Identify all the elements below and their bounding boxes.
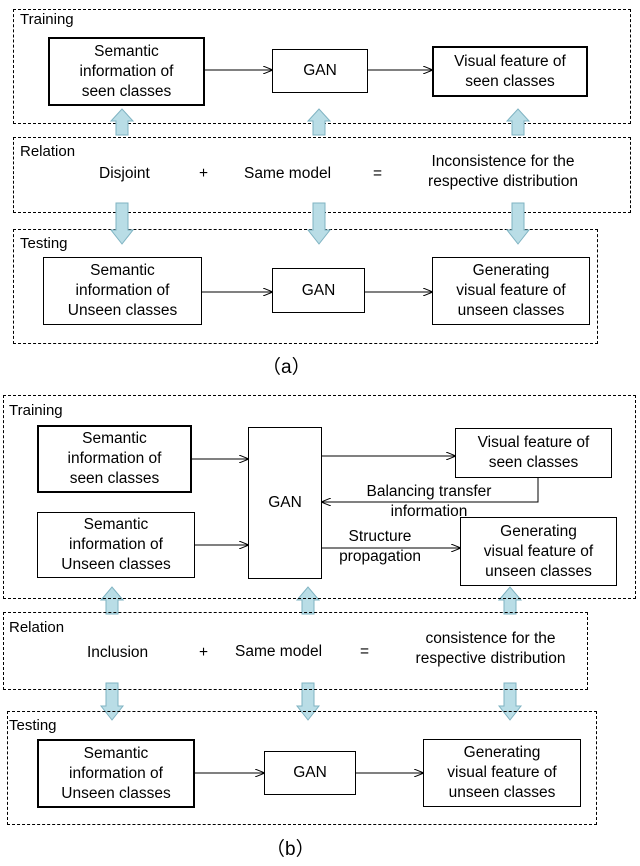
a-testing-region [13,229,598,344]
a-block-arrow-down-1 [109,202,135,245]
b-block-arrow-down-1 [99,682,125,721]
b-block-arrow-up-1 [99,586,125,615]
b-relation-plus: + [199,644,209,661]
a-training-semantic-box: Semantic information of seen classes [48,37,205,106]
a-block-arrow-down-2 [306,202,332,245]
a-testing-label: Testing [20,235,68,252]
b-relation-right: consistence for the respective distribut… [415,630,566,667]
b-block-arrow-up-3 [497,586,523,615]
b-caption: （b） [266,839,315,860]
a-relation-label: Relation [20,143,76,160]
b-block-arrow-up-2 [295,586,321,615]
b-training-semantic-unseen-box: Semantic information of Unseen classes [37,512,195,578]
a-testing-visual-box: Generating visual feature of unseen clas… [432,257,590,325]
b-relation-label: Relation [9,619,65,636]
a-training-gan-box: GAN [272,49,368,93]
b-testing-visual-box: Generating visual feature of unseen clas… [423,739,581,807]
b-training-label: Training [9,402,63,419]
a-block-arrow-up-3 [505,108,531,136]
b-testing-semantic-box: Semantic information of Unseen classes [37,739,195,808]
a-relation-plus: + [199,165,209,182]
b-arrow-balancing-feedback [322,478,539,502]
a-block-arrow-down-3 [505,202,531,245]
b-training-semantic-seen-box: Semantic information of seen classes [37,425,192,493]
a-testing-semantic-box: Semantic information of Unseen classes [43,257,202,325]
b-testing-gan-box: GAN [264,751,356,795]
a-training-visual-box: Visual feature of seen classes [432,46,588,97]
b-block-arrow-down-2 [295,682,321,721]
b-testing-label: Testing [9,717,57,734]
a-block-arrow-up-2 [306,108,332,136]
a-relation-eq: = [373,165,383,182]
b-block-arrow-down-3 [497,682,523,721]
a-relation-right: Inconsistence for the respective distrib… [428,153,578,190]
a-block-arrow-up-1 [109,108,135,136]
b-relation-left: Inclusion [87,644,149,661]
b-relation-eq: = [360,643,370,660]
a-relation-left: Disjoint [99,165,150,182]
b-training-visual-seen-box: Visual feature of seen classes [455,428,612,478]
a-training-label: Training [20,11,74,28]
b-training-region [3,395,636,599]
a-caption: （a） [262,357,311,378]
b-training-generating-box: Generating visual feature of unseen clas… [460,517,617,586]
b-testing-region [7,711,597,825]
b-training-gan-box: GAN [248,427,322,579]
b-relation-region [3,612,588,690]
a-relation-middle: Same model [244,165,332,182]
a-testing-gan-box: GAN [272,268,365,313]
b-structure-label: Structure propagation [339,528,421,565]
b-balancing-label: Balancing transfer information [366,483,492,520]
b-relation-middle: Same model [235,643,323,660]
